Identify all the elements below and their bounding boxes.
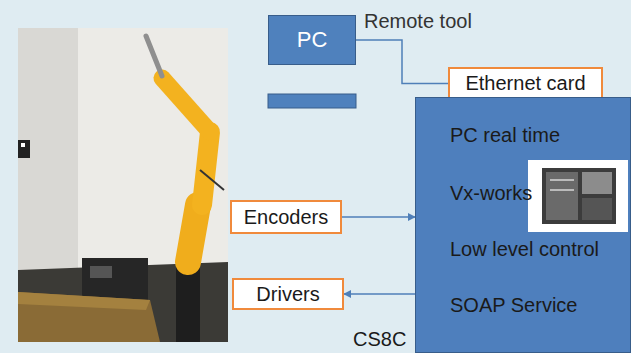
robot-base [188,205,198,262]
layer-label: Low level control [450,238,599,261]
controller-panel [582,172,612,194]
connector [356,40,448,84]
layer-label: SOAP Service [450,294,577,317]
photo-cabinet-panel [90,266,112,278]
robot-upper-arm [162,78,210,132]
ethernet-card-box: Ethernet card [448,67,603,100]
photo-cabinet [82,258,148,300]
drivers-box: Drivers [232,278,344,310]
robot-lower-arm [202,132,210,205]
controller-slot [550,189,574,191]
pc-box: PC [268,15,356,65]
robot-cable [200,170,224,190]
box-label: Ethernet card [465,72,585,95]
photo-wall [18,28,228,342]
photo-ground [528,160,628,232]
box-label: Encoders [244,206,329,229]
photo-marker-dot [21,143,25,147]
photo-bin [18,292,160,342]
pc-keyboard [268,94,356,108]
controller-name: CS8C [353,328,406,351]
controller-photo [528,160,628,232]
connector [342,216,415,218]
box-label: PC [297,27,328,53]
controller-panel [546,172,578,220]
layer-label: PC real time [450,124,560,147]
controller-panel [582,198,612,220]
connector [344,293,415,295]
photo-bin-rim [18,292,150,310]
controller-slot [550,179,574,181]
caption-label: Remote tool [364,10,472,33]
box-label: Drivers [256,283,319,306]
controller-case [542,168,616,224]
layer-label: Vx-works [450,182,532,205]
photo-marker [18,140,30,158]
robot-tool [146,36,162,76]
encoders-box: Encoders [230,200,342,234]
controller-box: PC real timeVx-worksLow level controlSOA… [415,97,631,353]
